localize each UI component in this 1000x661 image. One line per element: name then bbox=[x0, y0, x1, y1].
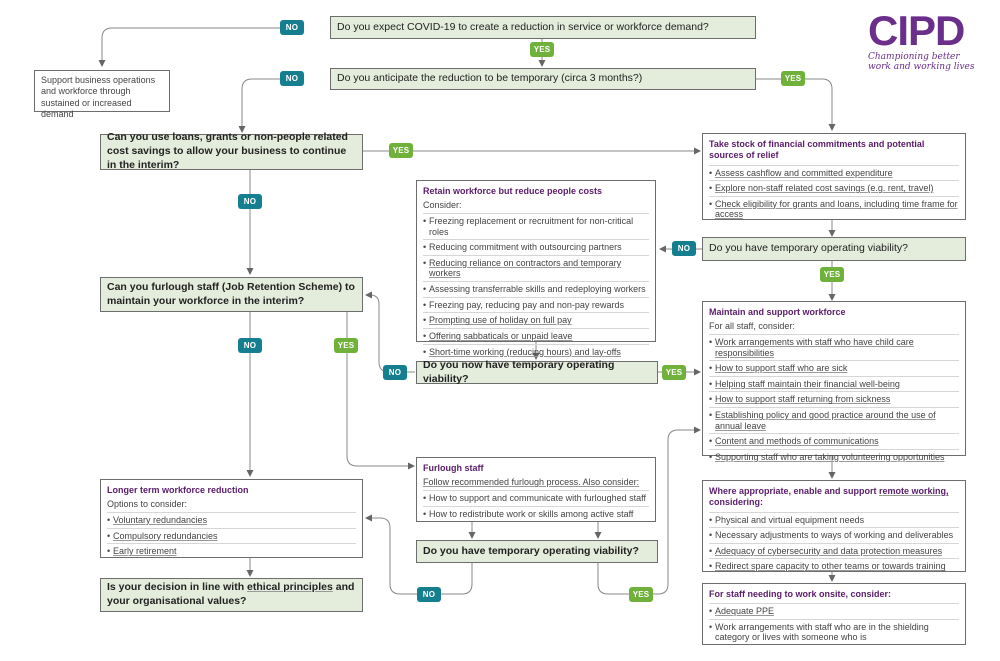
question-ethical-principles: Is your decision in line with ethical pr… bbox=[100, 578, 363, 612]
q2-yes-label: YES bbox=[781, 71, 805, 86]
support-operations-box: Support business operations and workforc… bbox=[34, 70, 170, 119]
retain-workforce-subtitle: Consider: bbox=[423, 200, 462, 211]
q4-no-label: NO bbox=[238, 338, 262, 353]
list-item: Work arrangements with staff who are in … bbox=[709, 618, 959, 645]
remote-working-title: Where appropriate, enable and support re… bbox=[709, 486, 959, 509]
list-item[interactable]: How to support staff who are sick bbox=[709, 360, 959, 376]
list-item[interactable]: Prompting use of holiday on full pay bbox=[423, 312, 649, 328]
furlough-staff-box: Furlough staff Follow recommended furlou… bbox=[416, 457, 656, 522]
list-item[interactable]: Reducing reliance on contractors and tem… bbox=[423, 254, 649, 281]
list-item[interactable]: Redirect spare capacity to other teams o… bbox=[709, 558, 959, 574]
question-covid-reduction: Do you expect COVID-19 to create a reduc… bbox=[330, 16, 756, 39]
logo-tagline-2: work and working lives bbox=[868, 62, 975, 73]
list-item[interactable]: Assess cashflow and committed expenditur… bbox=[709, 164, 959, 181]
list-item[interactable]: Short-time working (reducing hours) and … bbox=[423, 343, 649, 360]
list-item[interactable]: Compulsory redundancies bbox=[107, 527, 356, 544]
q5-yes-label: YES bbox=[662, 365, 686, 380]
list-item: Physical and virtual equipment needs bbox=[709, 511, 959, 528]
longer-term-reduction-box: Longer term workforce reduction Options … bbox=[100, 479, 363, 558]
logo-wordmark: CIPD bbox=[868, 7, 965, 54]
list-item[interactable]: Content and methods of communications bbox=[709, 433, 959, 449]
list-item[interactable]: Work arrangements with staff who have ch… bbox=[709, 334, 959, 360]
question-ethical-principles-text: Is your decision in line with ethical pr… bbox=[107, 581, 356, 609]
q1-yes-label: YES bbox=[530, 42, 554, 57]
list-item[interactable]: Check eligibility for grants and loans, … bbox=[709, 195, 959, 222]
q1-no-label: NO bbox=[280, 20, 304, 35]
q7-no-label: NO bbox=[417, 587, 441, 602]
q7-yes-label: YES bbox=[629, 587, 653, 602]
q3-yes-label: YES bbox=[389, 143, 413, 158]
list-item: Necessary adjustments to ways of working… bbox=[709, 527, 959, 543]
maintain-support-title: Maintain and support workforce bbox=[709, 307, 846, 317]
q2-no-label: NO bbox=[280, 71, 304, 86]
longer-term-title: Longer term workforce reduction bbox=[107, 485, 249, 495]
question-temporary-reduction-text: Do you anticipate the reduction to be te… bbox=[337, 72, 643, 85]
list-item[interactable]: Offering sabbaticals or unpaid leave bbox=[423, 327, 649, 344]
list-item[interactable]: How to support staff returning from sick… bbox=[709, 391, 959, 407]
support-operations-text: Support business operations and workforc… bbox=[41, 75, 156, 119]
list-item: Freezing replacement or recruitment for … bbox=[423, 213, 649, 239]
list-item[interactable]: Supporting staff who are taking voluntee… bbox=[709, 448, 959, 465]
furlough-staff-title: Furlough staff bbox=[423, 463, 484, 473]
ethical-principles-link[interactable]: ethical principles bbox=[247, 581, 333, 594]
onsite-staff-box: For staff needing to work onsite, consid… bbox=[702, 583, 966, 645]
question-covid-reduction-text: Do you expect COVID-19 to create a reduc… bbox=[337, 20, 709, 33]
question-now-viability: Do you now have temporary operating viab… bbox=[416, 358, 658, 385]
question-temporary-reduction: Do you anticipate the reduction to be te… bbox=[330, 68, 756, 90]
question-furlough-staff: Can you furlough staff (Job Retention Sc… bbox=[100, 277, 363, 312]
remote-working-link[interactable]: remote working, bbox=[879, 486, 949, 496]
list-item: How to support and communicate with furl… bbox=[423, 490, 649, 506]
cipd-logo: CIPD Championing better work and working… bbox=[868, 10, 978, 73]
list-item: How to redistribute work or skills among… bbox=[423, 505, 649, 522]
list-item: Assessing transferrable skills and redep… bbox=[423, 281, 649, 297]
q4-yes-label: YES bbox=[334, 338, 358, 353]
remote-title-pre: Where appropriate, enable and support bbox=[709, 486, 880, 496]
furlough-process-link[interactable]: Follow recommended furlough process. Als… bbox=[423, 477, 640, 488]
question-now-viability-text: Do you now have temporary operating viab… bbox=[423, 358, 615, 385]
list-item[interactable]: Voluntary redundancies bbox=[107, 512, 356, 528]
list-item: Freezing pay, reducing pay and non-pay r… bbox=[423, 296, 649, 313]
list-item[interactable]: Early retirement bbox=[107, 543, 356, 559]
q8-pre: Is your decision in line with bbox=[107, 581, 248, 594]
take-stock-title: Take stock of financial commitments and … bbox=[709, 139, 925, 161]
q3-no-label: NO bbox=[238, 194, 262, 209]
take-stock-box: Take stock of financial commitments and … bbox=[702, 133, 966, 220]
logo-tagline-1: Championing better bbox=[868, 52, 960, 62]
retain-workforce-title: Retain workforce but reduce people costs bbox=[423, 186, 603, 196]
longer-term-subtitle: Options to consider: bbox=[107, 499, 188, 510]
list-item[interactable]: Adequate PPE bbox=[709, 603, 959, 619]
q8-post: and your organisational values? bbox=[107, 581, 355, 607]
question-operating-viability-right-text: Do you have temporary operating viabilit… bbox=[709, 242, 909, 255]
question-loans-grants-text: Can you use loans, grants or non-people … bbox=[107, 131, 348, 171]
list-item[interactable]: Helping staff maintain their financial w… bbox=[709, 375, 959, 392]
maintain-support-subtitle: For all staff, consider: bbox=[709, 321, 795, 332]
question-loans-grants: Can you use loans, grants or non-people … bbox=[100, 131, 363, 171]
list-item[interactable]: Adequacy of cybersecurity and data prote… bbox=[709, 542, 959, 559]
q5-no-label: NO bbox=[383, 365, 407, 380]
question-furlough-viability: Do you have temporary operating viabilit… bbox=[416, 540, 658, 563]
question-operating-viability-right: Do you have temporary operating viabilit… bbox=[702, 237, 966, 261]
remote-title-post: considering: bbox=[709, 497, 764, 508]
onsite-staff-title: For staff needing to work onsite, consid… bbox=[709, 589, 892, 599]
q6-yes-label: YES bbox=[820, 267, 844, 282]
list-item[interactable]: Establishing policy and good practice ar… bbox=[709, 407, 959, 433]
q6-no-label: NO bbox=[672, 241, 696, 256]
retain-workforce-box: Retain workforce but reduce people costs… bbox=[416, 180, 656, 357]
list-item[interactable]: Explore non-staff related cost savings (… bbox=[709, 180, 959, 196]
remote-working-box: Where appropriate, enable and support re… bbox=[702, 480, 966, 572]
maintain-support-box: Maintain and support workforce For all s… bbox=[702, 301, 966, 462]
question-furlough-staff-text: Can you furlough staff (Job Retention Sc… bbox=[107, 280, 355, 307]
list-item: Reducing commitment with outsourcing par… bbox=[423, 239, 649, 255]
question-furlough-viability-text: Do you have temporary operating viabilit… bbox=[423, 544, 639, 557]
